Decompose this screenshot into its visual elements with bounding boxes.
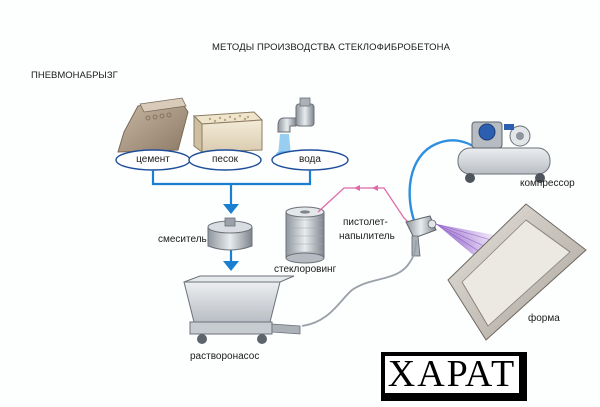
form-mould-icon <box>447 203 587 341</box>
roving-label: стеклоровинг <box>274 264 337 275</box>
form-label: форма <box>528 313 560 324</box>
mortar-pump-icon <box>183 275 301 344</box>
watermark-inner <box>385 356 519 393</box>
mixer-label: смеситель <box>158 234 207 245</box>
air-hose <box>408 139 477 227</box>
roving-spool-icon <box>285 206 325 264</box>
mixer-icon <box>207 217 253 251</box>
ingredient-pills <box>115 149 349 171</box>
diagram-title: МЕТОДЫ ПРОИЗВОДСТВА СТЕКЛОФИБРОБЕТОНА <box>212 42 451 53</box>
concrete-hose <box>301 239 417 327</box>
watermark-logo: ХАРАТ <box>387 353 517 395</box>
method-subtitle: ПНЕВМОНАБРЫЗГ <box>31 70 118 81</box>
spray-gun-icon <box>405 215 437 257</box>
compressor-icon <box>457 121 551 183</box>
flow-arrows <box>223 204 239 271</box>
fiber-direction-arrows <box>354 185 378 191</box>
cement-label: цемент <box>136 154 170 165</box>
sand-label: песок <box>211 154 239 165</box>
spray-gun-label-line2: напылитель <box>339 231 395 242</box>
water-label: вода <box>299 154 321 165</box>
spray-gun-label-line1: пистолет- <box>343 217 388 228</box>
cement-bag-icon <box>117 97 189 153</box>
water-tap-icon <box>276 97 315 157</box>
compressor-label: компрессор <box>520 178 575 189</box>
sand-box-icon <box>192 111 264 153</box>
mortar-pump-label: растворонасос <box>190 351 260 362</box>
